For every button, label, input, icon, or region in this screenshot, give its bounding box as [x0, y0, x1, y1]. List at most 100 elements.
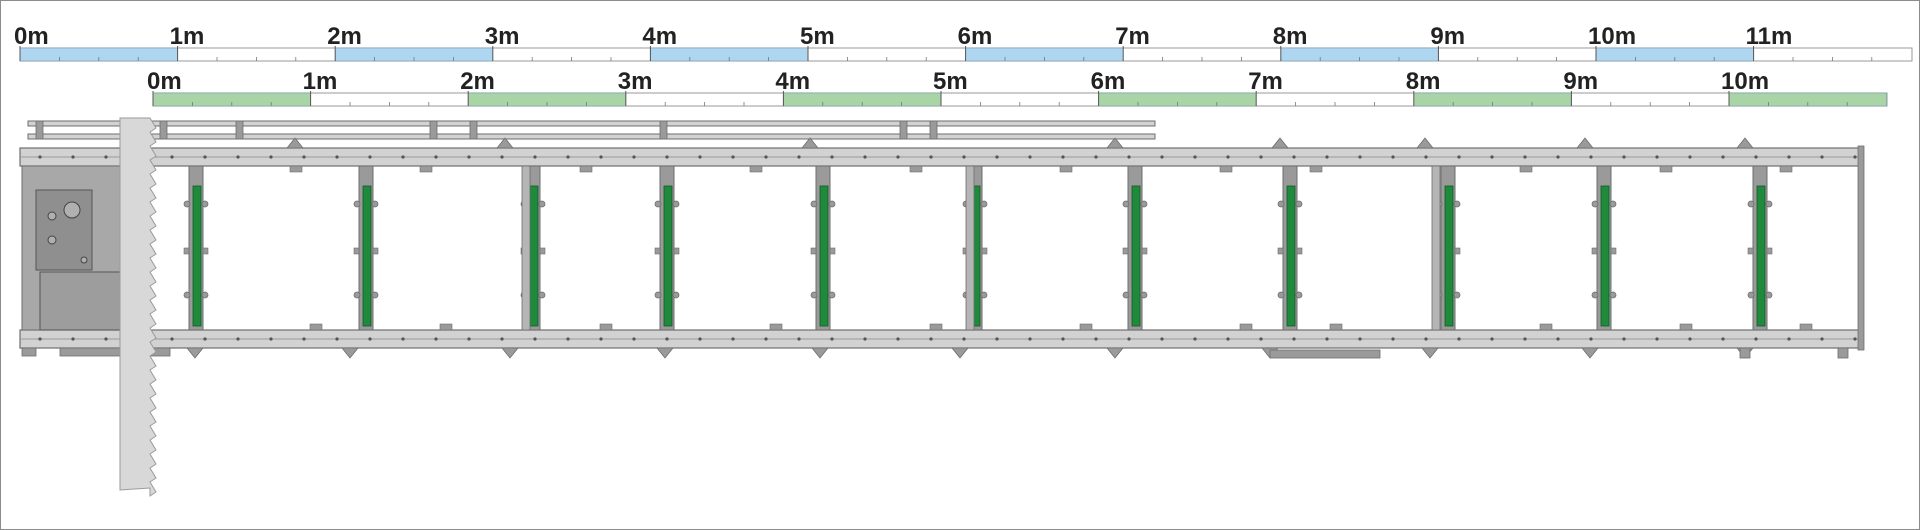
- beam-bolt: [731, 155, 735, 159]
- post-clamp: [1610, 247, 1617, 255]
- post-clamp: [1122, 247, 1129, 255]
- rail-bracket: [659, 120, 668, 140]
- beam-bolt: [1094, 155, 1098, 159]
- beam-bolt: [599, 337, 603, 341]
- beam-fitting: [1079, 323, 1093, 331]
- beam-fitting: [1329, 323, 1343, 331]
- post-clamp: [1277, 291, 1285, 299]
- scale-label: 6m: [958, 23, 993, 50]
- post-clamp: [1454, 247, 1461, 255]
- post-clamp: [1591, 200, 1599, 208]
- beam-bolt: [269, 155, 273, 159]
- post-clamp: [1766, 247, 1773, 255]
- beam-bolt: [665, 155, 669, 159]
- bottom-bracket: [1421, 347, 1439, 359]
- post-clamp: [828, 291, 836, 299]
- beam-bolt: [1226, 337, 1230, 341]
- post-clamp: [828, 200, 836, 208]
- beam-fitting: [909, 165, 923, 173]
- beam-fitting: [1779, 165, 1793, 173]
- beam-bolt: [170, 337, 174, 341]
- scale-label: 4m: [775, 68, 810, 95]
- top-bracket: [1106, 137, 1124, 149]
- beam-bolt: [698, 337, 702, 341]
- post-clamp: [672, 291, 680, 299]
- beam-bolt: [500, 155, 504, 159]
- post-clamp: [183, 247, 190, 255]
- scale-label: 6m: [1091, 68, 1126, 95]
- beam-fitting: [1799, 323, 1813, 331]
- beam-bolt: [1127, 155, 1131, 159]
- top-bracket: [1736, 137, 1754, 149]
- beam-bolt: [962, 155, 966, 159]
- beam-fitting: [1679, 323, 1693, 331]
- scale-label: 1m: [170, 23, 205, 50]
- drive-base: [39, 271, 121, 331]
- beam-bolt: [1490, 337, 1494, 341]
- top-bracket: [1576, 137, 1594, 149]
- rail-bracket: [469, 120, 478, 140]
- beam-bolt: [1457, 155, 1461, 159]
- beam-fitting: [929, 323, 943, 331]
- post-clamp: [810, 200, 818, 208]
- beam-bolt: [467, 337, 471, 341]
- beam-bolt: [1292, 155, 1296, 159]
- scale-label: 10m: [1721, 68, 1769, 95]
- post-clamp: [1747, 247, 1754, 255]
- beam-bolt: [170, 155, 174, 159]
- scale-label: 5m: [933, 68, 968, 95]
- motor-bolt: [47, 211, 57, 221]
- beam-bolt: [1358, 155, 1362, 159]
- post-clamp: [538, 200, 546, 208]
- post-clamp: [183, 200, 191, 208]
- bottom-bracket: [951, 347, 969, 359]
- beam-bolt: [434, 337, 438, 341]
- beam-bolt: [1556, 337, 1560, 341]
- beam-bolt: [1424, 337, 1428, 341]
- scale-label: 3m: [485, 23, 520, 50]
- post-clamp: [1591, 247, 1598, 255]
- beam-bolt: [1259, 337, 1263, 341]
- beam-bolt: [269, 337, 273, 341]
- beam-bolt: [1424, 155, 1428, 159]
- scale-label: 5m: [800, 23, 835, 50]
- beam-bolt: [1754, 155, 1758, 159]
- beam-bolt: [797, 337, 801, 341]
- scale-label: 8m: [1406, 68, 1441, 95]
- green-guide-strip: [819, 185, 829, 327]
- beam-bolt: [1787, 155, 1791, 159]
- scale-label: 1m: [303, 68, 338, 95]
- motor-bolt: [80, 256, 88, 264]
- bottom-bracket: [811, 347, 829, 359]
- beam-bolt: [566, 155, 570, 159]
- post-clamp: [1591, 291, 1599, 299]
- rail-bracket: [899, 120, 908, 140]
- beam-fitting: [599, 323, 613, 331]
- beam-bolt: [599, 155, 603, 159]
- beam-fitting: [749, 165, 763, 173]
- bottom-bracket: [341, 347, 359, 359]
- beam-bolt: [863, 155, 867, 159]
- green-guide-strip: [1131, 185, 1141, 327]
- beam-bolt: [335, 337, 339, 341]
- beam-bolt: [1490, 155, 1494, 159]
- top-bracket: [1271, 137, 1289, 149]
- scale-label: 3m: [618, 68, 653, 95]
- beam-fitting: [1239, 323, 1253, 331]
- beam-bolt: [632, 155, 636, 159]
- post-clamp: [1453, 291, 1461, 299]
- beam-bolt: [203, 155, 207, 159]
- beam-bolt: [467, 155, 471, 159]
- beam-bolt: [962, 337, 966, 341]
- beam-bolt: [1028, 337, 1032, 341]
- beam-bolt: [236, 337, 240, 341]
- post-clamp: [1765, 291, 1773, 299]
- beam-fitting: [1659, 165, 1673, 173]
- beam-bolt: [764, 337, 768, 341]
- beam-bolt: [1787, 337, 1791, 341]
- post-clamp: [673, 247, 680, 255]
- beam-fitting: [419, 165, 433, 173]
- motor-bolt: [47, 235, 57, 245]
- beam-bolt: [731, 337, 735, 341]
